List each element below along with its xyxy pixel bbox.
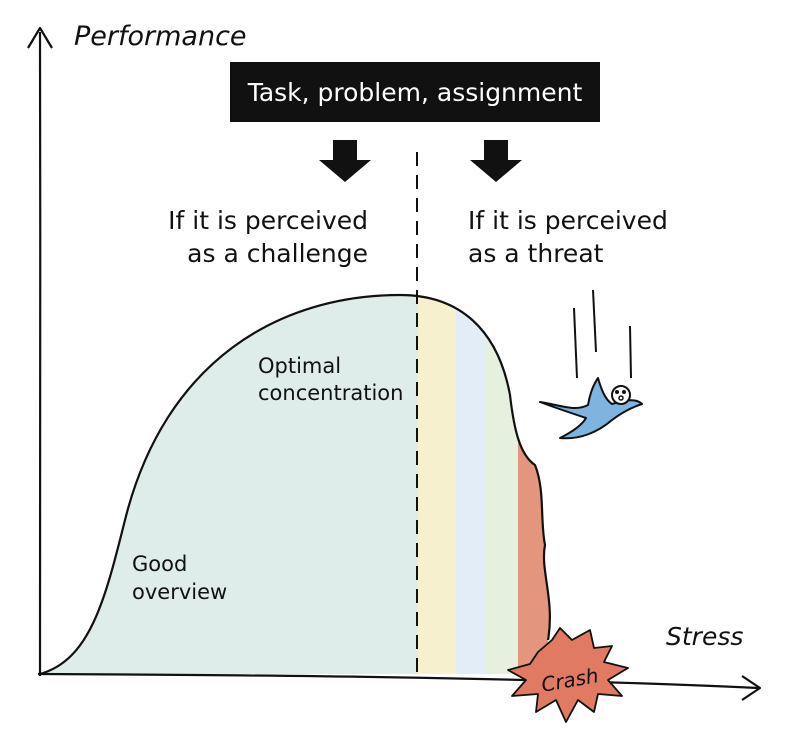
band-red (518, 295, 550, 674)
threat-line-1: If it is perceived (468, 206, 668, 235)
good-line-2: overview (132, 580, 227, 604)
down-arrow-icon (470, 140, 522, 182)
optimal-zone-label: Optimal concentration (258, 354, 403, 405)
optimal-line-2: concentration (258, 381, 403, 405)
good-zone-label: Good overview (132, 552, 227, 604)
optimal-line-1: Optimal (258, 354, 341, 378)
task-box-title: Task, problem, assignment (247, 78, 583, 107)
band-blue (456, 295, 486, 674)
performance-curve (39, 293, 551, 676)
x-axis-arrowhead (741, 675, 762, 701)
challenge-branch: If it is perceived as a challenge (168, 206, 368, 268)
axes: Performance Stress (27, 21, 762, 701)
threat-branch: If it is perceived as a threat (468, 206, 668, 268)
y-axis-label: Performance (74, 21, 247, 52)
task-box-background (230, 62, 600, 122)
x-axis (37, 672, 759, 690)
task-box: Task, problem, assignment (230, 62, 600, 122)
challenge-line-1: If it is perceived (168, 206, 368, 235)
y-axis (38, 31, 42, 677)
crash-burst-icon: Crash (507, 627, 629, 723)
down-arrow-icon (319, 140, 371, 182)
band-yellow (418, 295, 456, 674)
falling-person-icon (539, 289, 643, 440)
x-axis-label: Stress (666, 622, 743, 651)
threat-line-2: as a threat (468, 239, 604, 268)
good-line-1: Good (132, 552, 187, 576)
y-axis-arrowhead (27, 26, 53, 49)
challenge-line-2: as a challenge (187, 239, 368, 268)
curve-area (39, 293, 551, 676)
band-green (486, 295, 518, 674)
